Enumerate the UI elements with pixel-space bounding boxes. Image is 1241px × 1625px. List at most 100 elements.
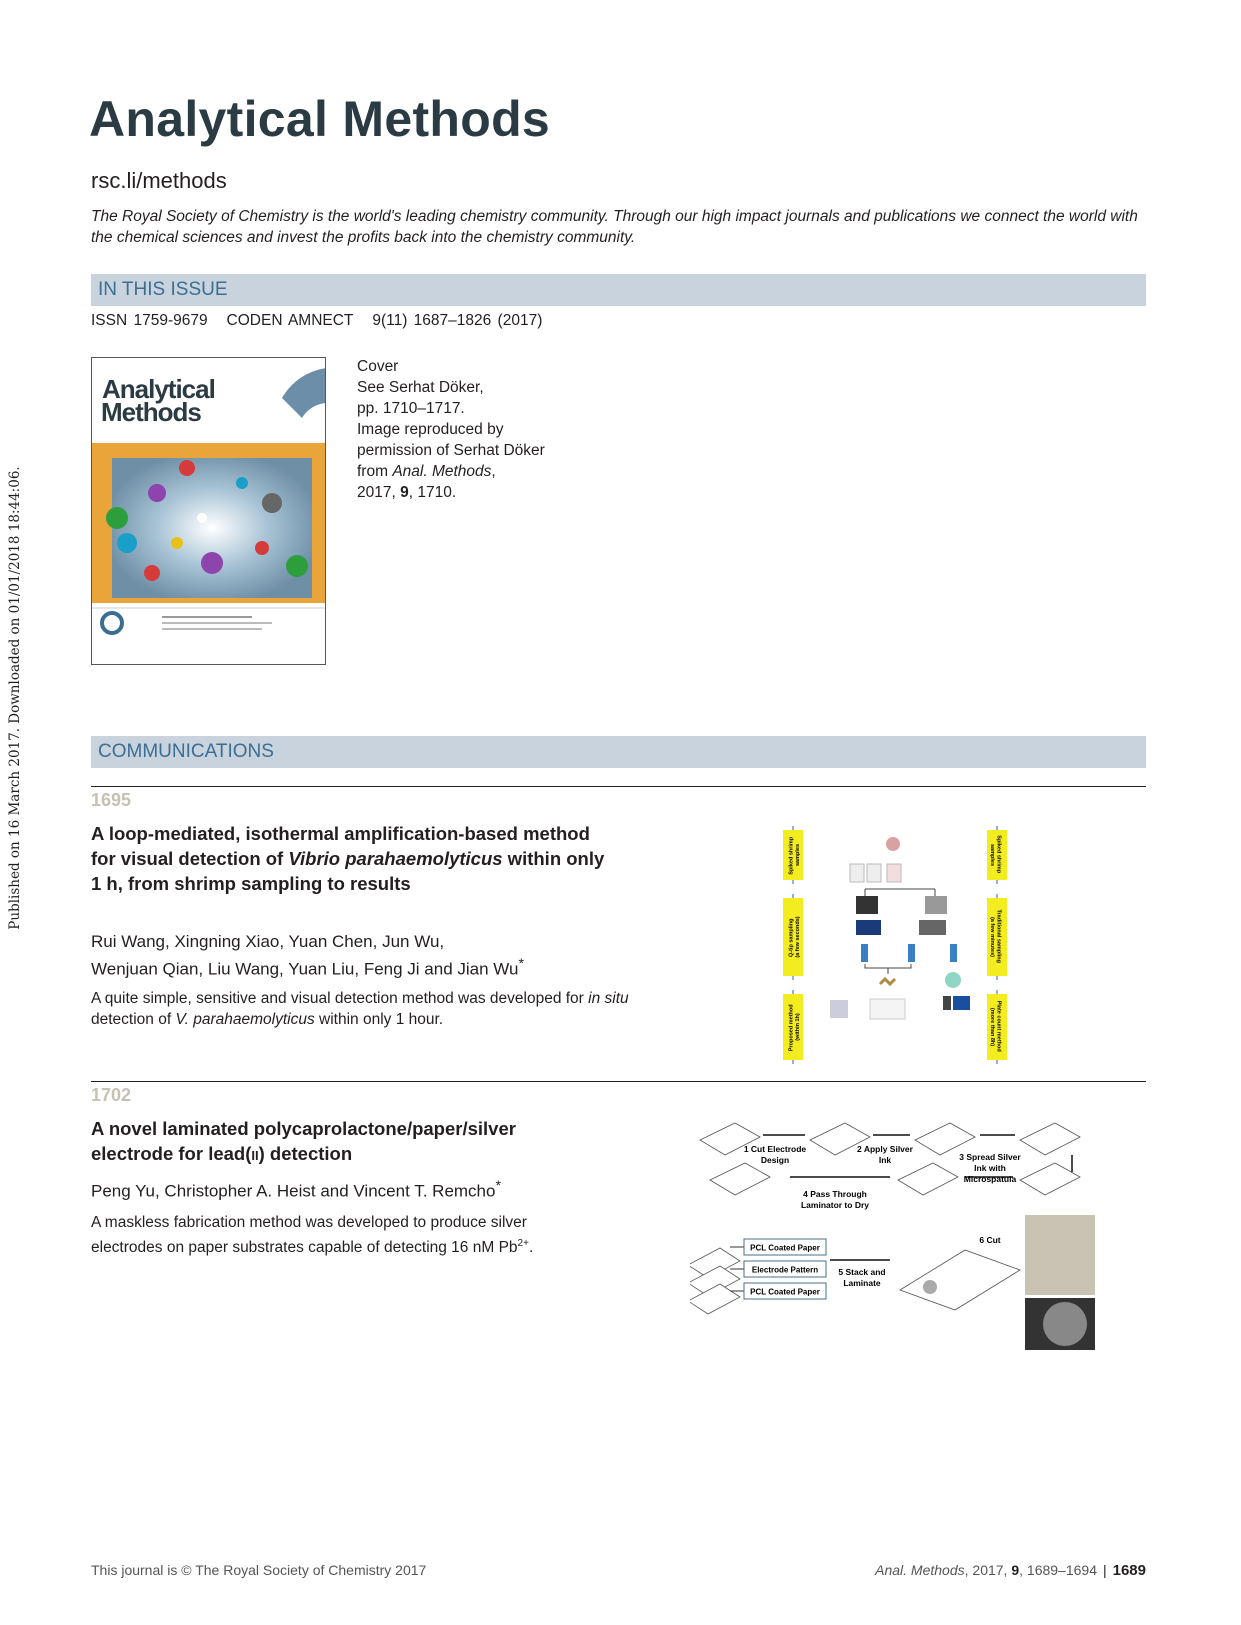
workflow-images [830,837,970,1020]
species-name: Vibrio parahaemolyticus [288,848,503,869]
volume-info: 9(11) 1687–1826 (2017) [372,312,543,329]
copyright-footer: This journal is © The Royal Society of C… [91,1562,427,1578]
timeline-label: Traditional sampling (a few minutes) [989,909,1002,964]
volume: 9 [1011,1562,1020,1578]
cover-line: 2017, 9, 1710. [357,482,545,503]
cover-line: permission of Serhat Döker [357,442,545,459]
cover-line: Image reproduced by [357,421,504,438]
layer-label: PCL Coated Paper [750,1288,820,1297]
timeline-label: Plate count method (more than 8h) [989,1001,1002,1054]
timeline-label: Spiked shrimp samples [989,835,1002,874]
arrows [763,1134,1073,1261]
timeline-label-box [987,994,1007,1060]
step-label: 5 Stack and [838,1267,885,1277]
citation-footer: Anal. Methods, 2017, 9, 1689–1694 | 1689 [875,1562,1146,1579]
issn: ISSN 1759-9679 [91,312,208,329]
step-label: Ink [879,1155,892,1165]
page-number: 1689 [1112,1562,1146,1579]
corresponding-mark: * [495,1178,501,1194]
article-title[interactable]: A novel laminated polycaprolactone/paper… [91,1116,591,1168]
timeline-label-box [783,830,803,880]
text: A quite simple, sensitive and visual det… [91,990,589,1007]
text: 2017, [357,484,401,501]
separator: | [1102,1562,1107,1578]
article-authors: Peng Yu, Christopher A. Heist and Vincen… [91,1175,651,1203]
step-label: 6 Cut [979,1235,1000,1245]
cover-label: Cover [357,358,399,375]
download-notice: Published on 16 March 2017. Downloaded o… [4,466,26,929]
cover-image: Analytical Methods [91,357,326,665]
intro-text: The Royal Society of Chemistry is the wo… [91,208,1138,246]
timeline-label: Proposed method (within 1h) [788,1003,801,1051]
cover-logo-line1: Analytical [102,374,215,404]
text: A novel laminated polycaprolactone/paper… [91,1118,516,1164]
oxidation-state: II [251,1148,259,1163]
cover-logo-line2: Methods [101,397,201,427]
layer-label: Electrode Pattern [752,1266,818,1275]
step-label: 4 Pass Through [803,1189,867,1199]
step-label: Ink with [974,1163,1006,1173]
text: within only 1 h, from shrimp sampling to… [91,848,605,894]
coden: CODEN AMNECT [226,312,354,329]
cover-line: See Serhat Döker, [357,379,484,396]
text: A loop-mediated, isothermal amplificatio… [91,823,590,869]
step-label: 1 Cut Electrode [744,1144,807,1154]
timeline-label-box [783,994,803,1060]
text: , 1710. [408,484,457,501]
charge: 2+ [517,1237,529,1249]
text: from [357,463,393,480]
text: ) detection [258,1143,353,1164]
step-label: Microspatula [964,1174,1017,1184]
layer-box [743,1282,827,1300]
issue-info: ISSN 1759-9679 CODEN AMNECT 9(11) 1687–1… [91,312,542,330]
step-label: 2 Apply Silver [857,1144,914,1154]
step-label: Design [761,1155,789,1165]
text: Peng Yu, Christopher A. Heist and Vincen… [91,1181,496,1201]
article-abstract: A maskless fabrication method was develo… [91,1213,591,1258]
article-title[interactable]: A loop-mediated, isothermal amplificatio… [91,821,611,896]
download-notice-text: Published on 16 March 2017. Downloaded o… [7,465,23,930]
step-label: Laminate [843,1278,881,1288]
timeline-label-box [783,898,803,976]
cover-line: from Anal. Methods, [357,461,545,482]
text: detection of [91,1010,176,1028]
text: , 1689–1694 [1019,1562,1097,1578]
cover-line: pp. 1710–1717. [357,400,465,417]
timeline-label: Spiked shrimp samples [788,835,801,874]
layer-box [743,1238,827,1256]
divider [91,786,1146,787]
layer-box [743,1260,827,1278]
article-abstract: A quite simple, sensitive and visual det… [91,989,631,1030]
corresponding-mark: * [518,956,524,972]
electrode-sheets [687,1122,1081,1315]
journal-title: Analytical Methods [89,91,551,147]
article-page-number[interactable]: 1695 [91,790,132,810]
article-authors: Rui Wang, Xingning Xiao, Yuan Chen, Jun … [91,931,651,981]
text: Wenjuan Qian, Liu Wang, Yuan Liu, Feng J… [91,959,519,979]
step-label: Laminator to Dry [801,1200,869,1210]
authors-line: Rui Wang, Xingning Xiao, Yuan Chen, Jun … [91,932,445,951]
text: within only 1 hour. [314,1010,444,1028]
timeline-label: Q-tip sampling (a few seconds) [788,916,801,957]
article-page-number[interactable]: 1702 [91,1085,132,1105]
text: in situ [588,990,629,1007]
text: V. parahaemolyticus [175,1010,315,1028]
text: , 2017, [964,1562,1012,1578]
cover-caption: Cover See Serhat Döker, pp. 1710–1717. I… [357,356,545,503]
timeline-label-box [987,898,1007,976]
step-label: 3 Spread Silver [959,1152,1021,1162]
journal-url[interactable]: rsc.li/methods [91,168,227,193]
divider [91,1081,1146,1082]
authors-line: Wenjuan Qian, Liu Wang, Yuan Liu, Feng J… [91,953,651,981]
journal-abbrev: Anal. Methods [875,1562,965,1578]
volume: 9 [400,484,409,501]
text: , [491,463,496,480]
